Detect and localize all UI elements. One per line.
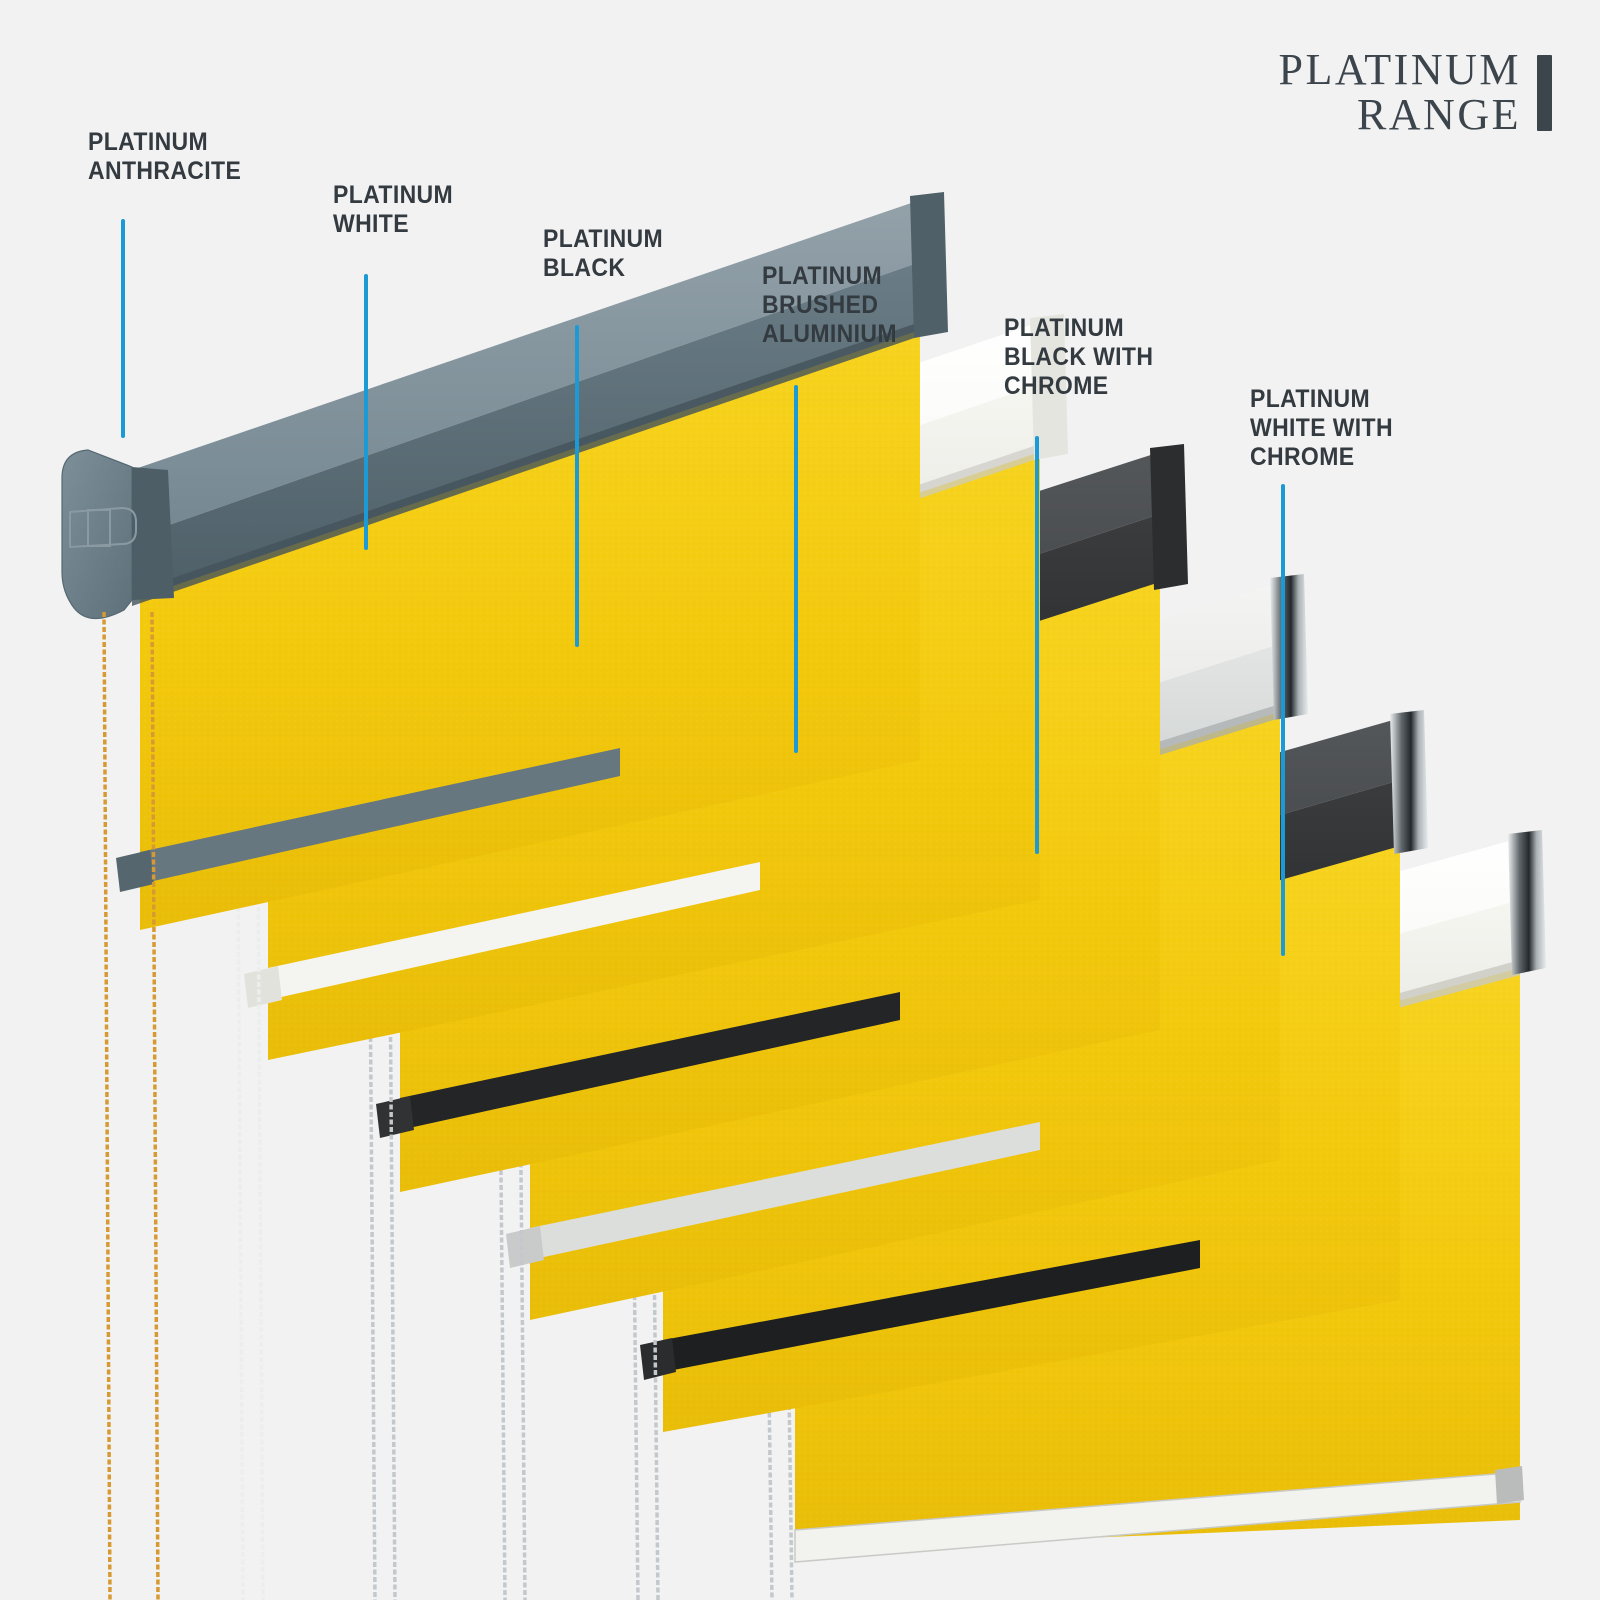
leader-line-platinum-brushed-aluminium — [794, 385, 798, 753]
brand-bar-icon — [1537, 54, 1552, 131]
leader-line-platinum-white-with-chrome — [1281, 484, 1285, 956]
callout-label-platinum-brushed-aluminium: PLATINUM BRUSHED ALUMINIUM — [762, 262, 897, 348]
brand-line-1: PLATINUM — [1278, 45, 1521, 94]
brand-text: PLATINUM RANGE — [1278, 45, 1521, 139]
callout-label-platinum-black: PLATINUM BLACK — [543, 225, 664, 282]
brand-line-2: RANGE — [1356, 89, 1521, 139]
leader-line-platinum-black — [575, 325, 579, 647]
callout-label-platinum-black-with-chrome: PLATINUM BLACK WITH CHROME — [1004, 314, 1154, 400]
blind-unit-platinum-anthracite — [61, 192, 948, 1600]
callout-label-platinum-white: PLATINUM WHITE — [333, 181, 454, 238]
callout-label-platinum-anthracite: PLATINUM ANTHRACITE — [88, 128, 242, 185]
brand-lockup: PLATINUM RANGE — [1278, 45, 1552, 139]
callout-label-platinum-white-with-chrome: PLATINUM WHITE WITH CHROME — [1250, 385, 1393, 471]
leader-line-platinum-black-with-chrome — [1035, 436, 1039, 854]
leader-line-platinum-anthracite — [121, 219, 125, 438]
leader-line-platinum-white — [364, 274, 368, 550]
